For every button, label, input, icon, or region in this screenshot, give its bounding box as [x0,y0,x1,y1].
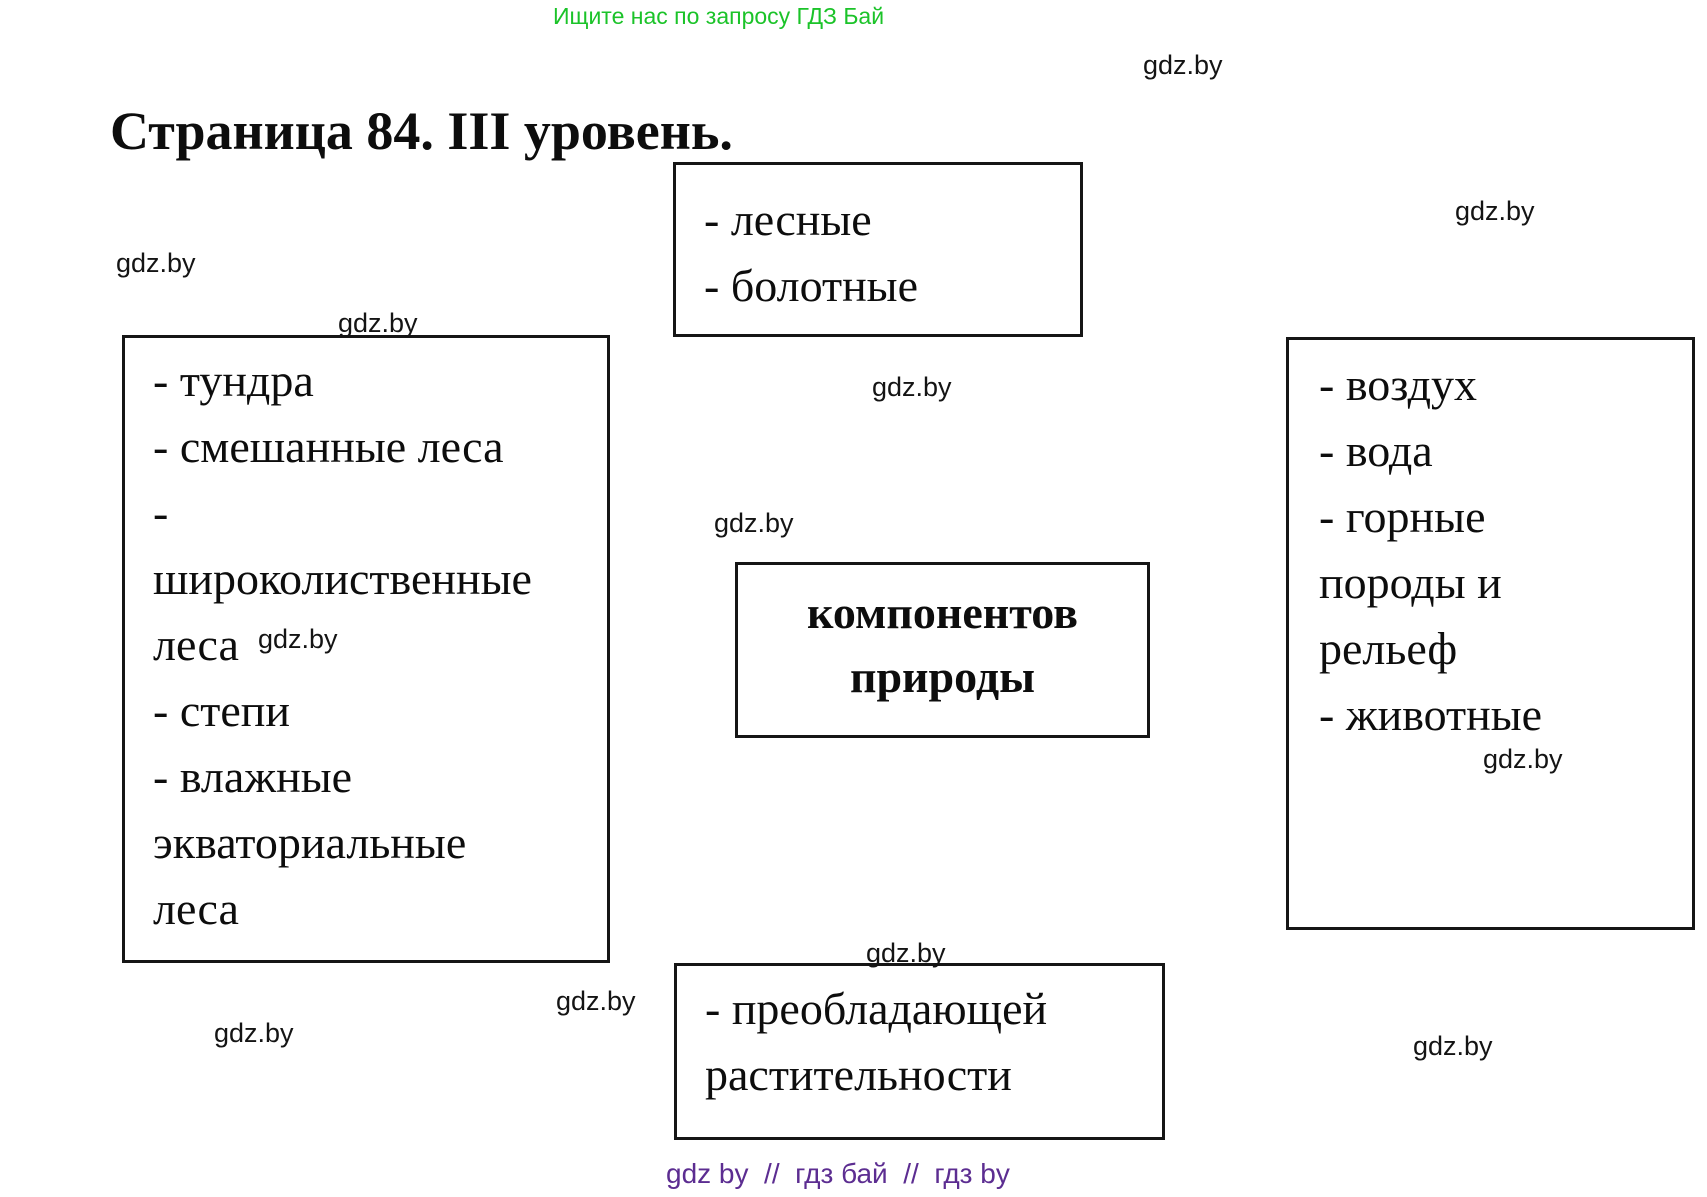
box-line: леса [153,883,239,934]
box-line: - горные [1319,491,1486,542]
promo-banner: Ищите нас по запросу ГДЗ Бай [553,3,885,29]
gdz-watermark: gdz.by [1143,50,1223,80]
box-nature-components-label: компонентов природы [735,562,1150,738]
box-line: леса [153,619,239,670]
box-line: - лесные [704,194,872,245]
gdz-watermark: gdz.by [1413,1031,1493,1061]
box-natural-zones: - тундра - смешанные леса - широколистве… [122,335,610,963]
gdz-watermark: gdz.by [214,1018,294,1048]
box-forest-swamp-types: - лесные - болотные [673,162,1083,337]
page-title: Страница 84. III уровень. [110,101,733,162]
gdz-watermark: gdz.by [556,986,636,1016]
gdz-watermark: gdz.by [338,308,418,338]
box-line: - смешанные леса [153,421,504,472]
box-line: рельеф [1319,623,1458,674]
box-line: - животные [1319,689,1543,740]
box-line: - [153,487,169,538]
box-line: компонентов [807,587,1078,638]
gdz-watermark: gdz.by [1483,744,1563,774]
footer-search-terms: gdz by // гдз бай // гдз by [666,1158,1010,1189]
box-line: - влажные [153,751,353,802]
box-nature-components-list: - воздух - вода - горные породы и рельеф… [1286,337,1695,930]
box-line: - степи [153,685,290,736]
gdz-watermark: gdz.by [714,508,794,538]
box-line: - воздух [1319,359,1477,410]
box-line: - болотные [704,260,919,311]
box-line: природы [849,651,1036,702]
box-line: - преобладающей [705,983,1048,1034]
gdz-watermark: gdz.by [872,372,952,402]
box-line: растительности [705,1049,1012,1100]
box-line: - тундра [153,355,314,406]
box-predominant-vegetation: - преобладающей растительности [674,963,1165,1140]
gdz-watermark: gdz.by [866,938,946,968]
box-line: - вода [1319,425,1433,476]
gdz-watermark: gdz.by [258,624,338,654]
box-line: широколиственные [153,553,532,604]
box-line: экваториальные [153,817,467,868]
box-line: породы и [1319,557,1502,608]
gdz-watermark: gdz.by [116,248,196,278]
gdz-watermark: gdz.by [1455,196,1535,226]
